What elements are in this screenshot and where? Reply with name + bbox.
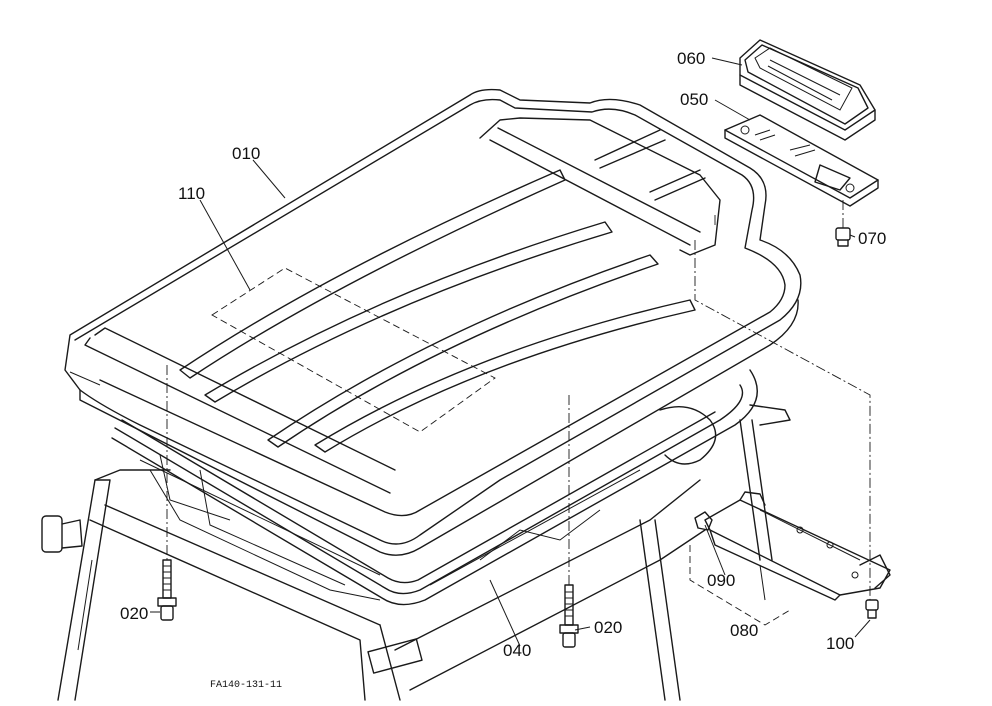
screw-070 bbox=[835, 227, 851, 247]
bolt-020-right bbox=[559, 584, 579, 648]
grab-handle bbox=[41, 515, 83, 553]
part-labels: 010 110 060 050 070 020 020 040 090 080 … bbox=[120, 49, 886, 691]
label-070: 070 bbox=[858, 229, 886, 248]
label-080: 080 bbox=[730, 621, 758, 640]
cab-frame bbox=[57, 419, 773, 701]
label-090: 090 bbox=[707, 571, 735, 590]
lamp-lens-060 bbox=[739, 39, 876, 141]
bracket-080 bbox=[704, 491, 891, 601]
label-040: 040 bbox=[503, 641, 531, 660]
drawing-reference: FA140-131-11 bbox=[210, 680, 282, 691]
inner-roof-frame bbox=[139, 404, 791, 576]
label-050: 050 bbox=[680, 90, 708, 109]
clip-090 bbox=[694, 511, 713, 531]
roof-seal-040 bbox=[111, 369, 758, 606]
roof-shell-010 bbox=[64, 88, 802, 556]
leader-lines bbox=[150, 57, 871, 647]
label-020-left: 020 bbox=[120, 604, 148, 623]
screw-100 bbox=[865, 599, 879, 619]
label-010: 010 bbox=[232, 144, 260, 163]
label-100: 100 bbox=[826, 634, 854, 653]
lamp-base-050 bbox=[724, 114, 879, 207]
label-060: 060 bbox=[677, 49, 705, 68]
decal-110 bbox=[211, 267, 496, 433]
assembly-centerlines bbox=[166, 200, 871, 626]
bolt-020-left bbox=[157, 559, 177, 621]
label-110: 110 bbox=[178, 184, 205, 203]
label-020-right: 020 bbox=[594, 618, 622, 637]
